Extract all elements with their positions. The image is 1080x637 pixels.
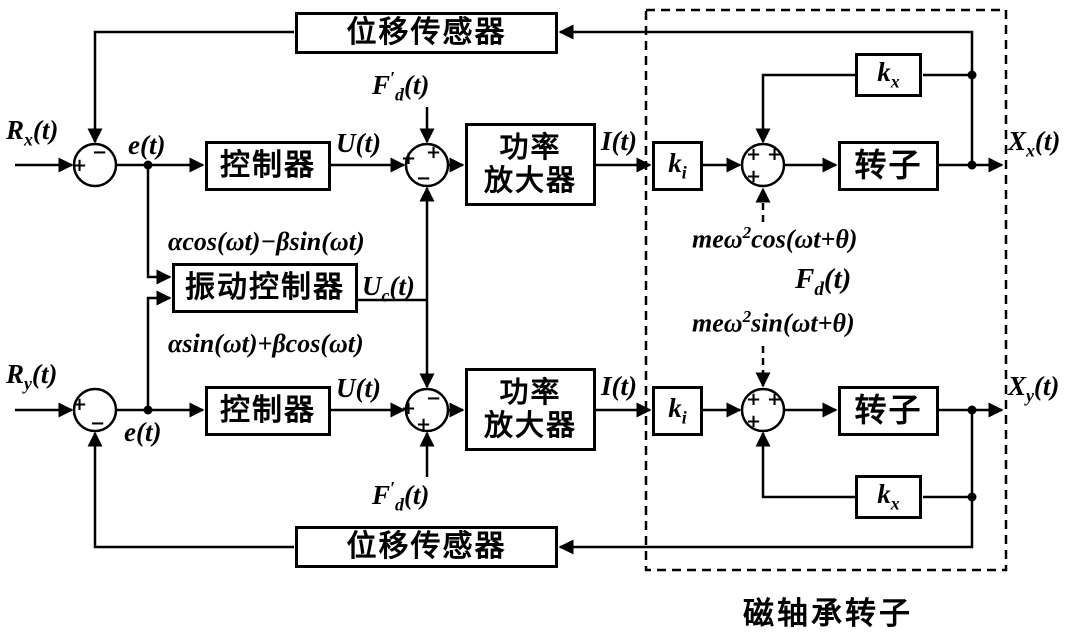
- block-label-line2: 放大器: [483, 164, 577, 197]
- sign-sum4-minus: −: [90, 413, 106, 434]
- label-u-x: U(t): [336, 128, 381, 158]
- block-displacement-sensor-top: 位移传感器: [295, 12, 558, 54]
- block-label: ki: [668, 393, 687, 428]
- sign-sum3-plus-left: +: [746, 144, 762, 165]
- sign-sum6-plus-bottom: +: [746, 411, 762, 432]
- block-label: kx: [877, 479, 900, 514]
- sum-junction-uy: [404, 387, 450, 433]
- label-current-y: I(t): [601, 371, 637, 401]
- wire-error-x-to-vibration-controller: [146, 165, 172, 285]
- block-label: 控制器: [220, 149, 316, 183]
- sum-junction-rx: [72, 142, 118, 188]
- block-gain-ki-y: ki: [652, 386, 703, 436]
- block-controller-y: 控制器: [205, 386, 331, 436]
- wire-feedback-bottom-to-sensor: [558, 410, 974, 555]
- block-label: 控制器: [220, 394, 316, 428]
- block-label-line2: 放大器: [483, 409, 577, 442]
- sign-sum2-plus-top: +: [426, 142, 442, 163]
- label-disturbance-x: meω2cos(ωt+θ): [692, 223, 858, 254]
- sign-sum2-minus-bottom: −: [416, 168, 432, 189]
- sign-sum3-plus-top: +: [767, 144, 783, 165]
- wire-sensor-bottom-to-sum: [87, 431, 294, 549]
- sign-sum6-plus-left: +: [746, 389, 762, 410]
- block-label-line1: 功率: [499, 377, 562, 410]
- wiring: [15, 24, 1004, 555]
- block-label: 位移传感器: [346, 16, 507, 50]
- dot-output-x: [967, 160, 977, 170]
- sign-sum6-plus-top: +: [767, 389, 783, 410]
- label-error-y: e(t): [124, 417, 162, 447]
- sign-sum3-plus-bottom: +: [746, 166, 762, 187]
- label-fd-force: Fd(t): [795, 263, 852, 300]
- label-fd-comp-y: F′d(t): [372, 478, 430, 515]
- label-rx-input: Rx(t): [6, 115, 59, 150]
- sign-sum2-plus-left: +: [401, 148, 417, 169]
- label-ry-input: Ry(t): [6, 359, 58, 394]
- sum-junction-ry: [72, 387, 118, 433]
- sign-sum5-plus-left: +: [401, 398, 417, 419]
- sign-sum4-plus: +: [72, 394, 88, 415]
- label-disturbance-y: meω2sin(ωt+θ): [692, 307, 855, 338]
- label-error-x: e(t): [128, 130, 166, 160]
- dot-error-x: [143, 160, 153, 170]
- junction-dots: [143, 70, 977, 502]
- sign-sum5-plus-bottom: +: [416, 414, 432, 435]
- wire-feedback-top-to-sensor: [558, 24, 974, 165]
- wire-kx-bottom-to-sum: [755, 431, 855, 499]
- summing-junctions: [72, 142, 786, 433]
- wire-error-y-to-vibration-controller: [146, 290, 172, 410]
- caption-magnetic-bearing-rotor: 磁轴承转子: [743, 596, 913, 631]
- block-rotor-x: 转子: [838, 141, 939, 191]
- sign-sum1-plus: +: [72, 155, 88, 176]
- block-stiffness-kx-bottom: kx: [855, 475, 922, 519]
- sign-sum1-minus: −: [92, 142, 108, 163]
- block-power-amplifier-x: 功率 放大器: [465, 123, 596, 206]
- wire-sensor-top-to-sum: [87, 30, 294, 144]
- block-label: 转子: [854, 147, 923, 184]
- block-power-amplifier-y: 功率 放大器: [465, 368, 596, 451]
- dot-output-y: [967, 405, 977, 415]
- block-label: 振动控制器: [185, 271, 345, 305]
- label-u-y: U(t): [336, 373, 381, 403]
- dot-kx-bottom-branch: [967, 492, 977, 502]
- sign-sum5-minus-top: −: [426, 388, 442, 409]
- block-label: kx: [877, 57, 900, 92]
- block-controller-x: 控制器: [205, 141, 331, 191]
- sum-junction-force-x: [740, 142, 786, 188]
- block-label: ki: [668, 148, 687, 183]
- label-current-x: I(t): [601, 126, 637, 156]
- sum-junction-ux: [404, 142, 450, 188]
- block-vibration-controller: 振动控制器: [172, 263, 358, 313]
- label-uc-output: Uc(t): [362, 271, 415, 306]
- block-rotor-y: 转子: [838, 386, 939, 436]
- sum-junction-force-y: [740, 387, 786, 433]
- block-label: 转子: [854, 392, 923, 429]
- label-vib-signal-bottom: αsin(ωt)+βcos(ωt): [168, 329, 364, 358]
- block-displacement-sensor-bottom: 位移传感器: [295, 526, 558, 568]
- block-stiffness-kx-top: kx: [855, 53, 922, 97]
- label-vib-signal-top: αcos(ωt)−βsin(ωt): [168, 227, 365, 256]
- label-fd-comp-x: F′d(t): [372, 68, 430, 105]
- label-xy-output: Xy(t): [1008, 371, 1060, 406]
- block-label: 位移传感器: [346, 530, 507, 564]
- label-xx-output: Xx(t): [1008, 126, 1061, 161]
- wire-kx-top-to-sum: [755, 73, 855, 144]
- dashed-boundary-magnetic-bearing: [644, 8, 1008, 572]
- dot-error-y: [143, 405, 153, 415]
- block-gain-ki-x: ki: [652, 141, 703, 191]
- dot-kx-top-branch: [967, 70, 977, 80]
- block-label-line1: 功率: [499, 132, 562, 165]
